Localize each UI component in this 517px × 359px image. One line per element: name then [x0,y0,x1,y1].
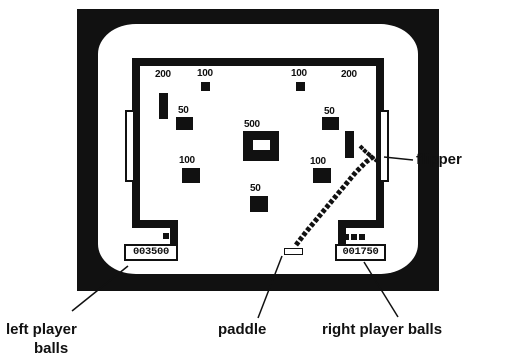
bumper-value-center-500: 500 [244,119,260,130]
left-ball-indicator [163,233,169,239]
right-wall-bottom-post [338,220,346,245]
left-balls-pointer-line [71,265,129,312]
bumper-value-left-50: 50 [178,105,189,116]
bumper-block-right-50 [322,117,339,130]
right-wall-bottom-ledge [338,220,384,228]
right-ball-indicator-2 [351,234,357,240]
flipper-bar [358,144,379,163]
bumper-block-left-50 [176,117,193,130]
bumper-value-left-100: 100 [179,155,195,166]
right-player-score: 001750 [335,244,386,261]
bumper-value-top-left-100: 100 [197,68,213,79]
flipper-pointer-line [383,156,414,161]
paddle-label: paddle [218,321,267,338]
bumper-value-top-right-100: 100 [291,68,307,79]
left-wall [132,58,140,228]
right-side-rail [379,110,389,182]
left-player-balls-label-line2: balls [34,340,69,357]
bumper-block-left-100 [182,168,200,183]
flipper-label: flipper [416,151,462,168]
bumper-value-right-50: 50 [324,106,335,117]
bumper-value-top-left-200: 200 [155,69,171,80]
left-wall-bottom-ledge [132,220,178,228]
left-side-rail [125,110,135,182]
bumper-block-right-tall [345,131,354,158]
bumper-value-right-100: 100 [310,156,326,167]
right-balls-pointer-line [363,261,399,318]
top-wall [132,58,384,66]
left-player-balls-label-line1: left player [6,321,77,338]
bumper-value-bottom-50: 50 [250,183,261,194]
right-ball-indicator-1 [343,234,349,240]
bumper-block-top-left-200 [159,93,168,119]
paddle-pointer-line [257,255,283,319]
right-player-balls-label: right player balls [322,321,443,338]
center-500-target [243,131,279,161]
left-player-score: 003500 [124,244,178,261]
paddle [284,248,303,255]
bumper-value-top-right-200: 200 [341,69,357,80]
bumper-block-top-left-100 [201,82,210,91]
right-ball-indicator-3 [359,234,365,240]
ball-trail [294,154,376,247]
bumper-block-bottom-50 [250,196,268,212]
bumper-block-right-100 [313,168,331,183]
left-wall-bottom-post [170,220,178,245]
bumper-block-top-right-100 [296,82,305,91]
center-target-window [253,140,270,150]
